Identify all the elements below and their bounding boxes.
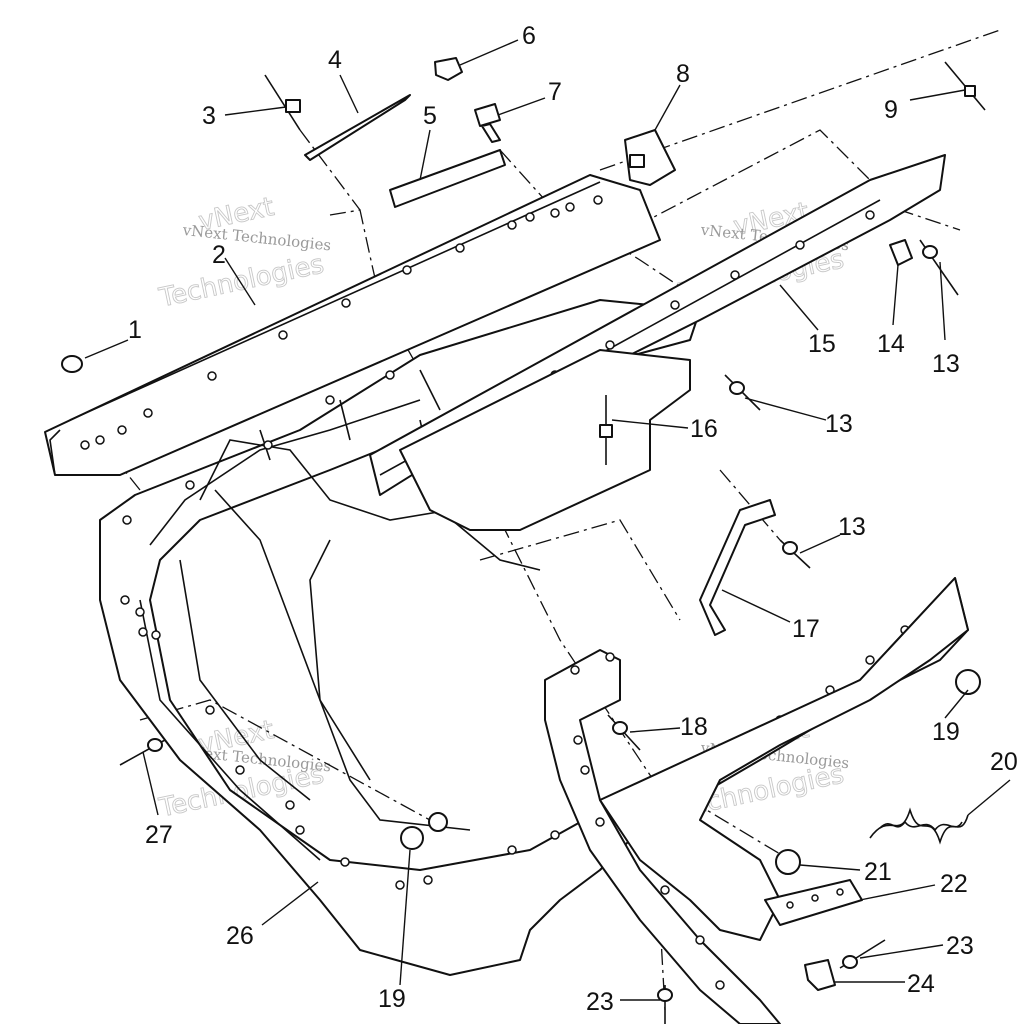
part-18-rivet [607, 714, 641, 751]
leader-lines [84, 39, 1011, 1001]
callout-1: 1 [128, 316, 142, 344]
callout-5: 5 [423, 102, 437, 130]
callout-15: 15 [808, 330, 836, 358]
callout-26: 26 [226, 922, 254, 950]
callout-19-right: 19 [932, 718, 960, 746]
callout-20: 20 [990, 748, 1018, 776]
part-4-shim-plate [304, 94, 411, 161]
part-8-hitch-clip [624, 129, 676, 186]
front-bumper-beam-part-2 [44, 174, 661, 476]
callout-18: 18 [680, 713, 708, 741]
part-13-rivet-top [919, 239, 959, 296]
watermark-top-left: vNext Technologies vNext Technologies [156, 192, 332, 315]
callout-labels: 1 2 3 4 5 6 7 8 9 13 14 15 13 16 13 17 1… [128, 22, 1018, 1016]
callout-13-mid: 13 [825, 410, 853, 438]
callout-2: 2 [212, 241, 226, 269]
part-27-rivet [119, 738, 166, 766]
part-9-pin [944, 61, 986, 111]
part-24-clip [804, 959, 836, 991]
callout-7: 7 [548, 78, 562, 106]
part-13-rivet-lower [779, 539, 811, 569]
callout-23-right: 23 [946, 932, 974, 960]
center-mount-plate [399, 349, 691, 531]
part-17-bracket [699, 499, 776, 636]
callout-13-lower: 13 [838, 513, 866, 541]
callout-8: 8 [676, 60, 690, 88]
callout-19-left: 19 [378, 985, 406, 1013]
part-19-plug-left [400, 812, 448, 850]
part-13-rivet-mid [724, 374, 761, 411]
callout-3: 3 [202, 102, 216, 130]
callout-22: 22 [940, 870, 968, 898]
lower-right-panel [599, 577, 969, 941]
callout-27: 27 [145, 821, 173, 849]
part-14-bumper-stop [889, 239, 913, 266]
callout-9: 9 [884, 96, 898, 124]
watermark-top-left-line1: vNext Technologies [181, 221, 332, 255]
callout-4: 4 [328, 46, 342, 74]
part-7-bolt [474, 103, 501, 143]
part-21-plug [775, 849, 801, 875]
part-23-pin-bottom [657, 985, 673, 1024]
part-19-plug-right [955, 669, 981, 695]
callout-13-top: 13 [932, 350, 960, 378]
part-5-spacer-bar [389, 149, 506, 208]
callout-17: 17 [792, 615, 820, 643]
callout-16: 16 [690, 415, 718, 443]
part-20-spring [869, 807, 969, 845]
watermark-top-left-line2: Technologies [156, 249, 327, 313]
callout-23-bottom: 23 [586, 988, 614, 1016]
callout-24: 24 [907, 970, 935, 998]
callout-14: 14 [877, 330, 905, 358]
part-22-latch-plate [764, 879, 863, 926]
callout-6: 6 [522, 22, 536, 50]
part-3-pin [264, 74, 301, 131]
callout-21: 21 [864, 858, 892, 886]
part-16-fastener [599, 395, 613, 465]
part-6-nut [434, 57, 463, 81]
part-1-grommet [61, 355, 83, 373]
part-23-pin-right [839, 939, 886, 969]
